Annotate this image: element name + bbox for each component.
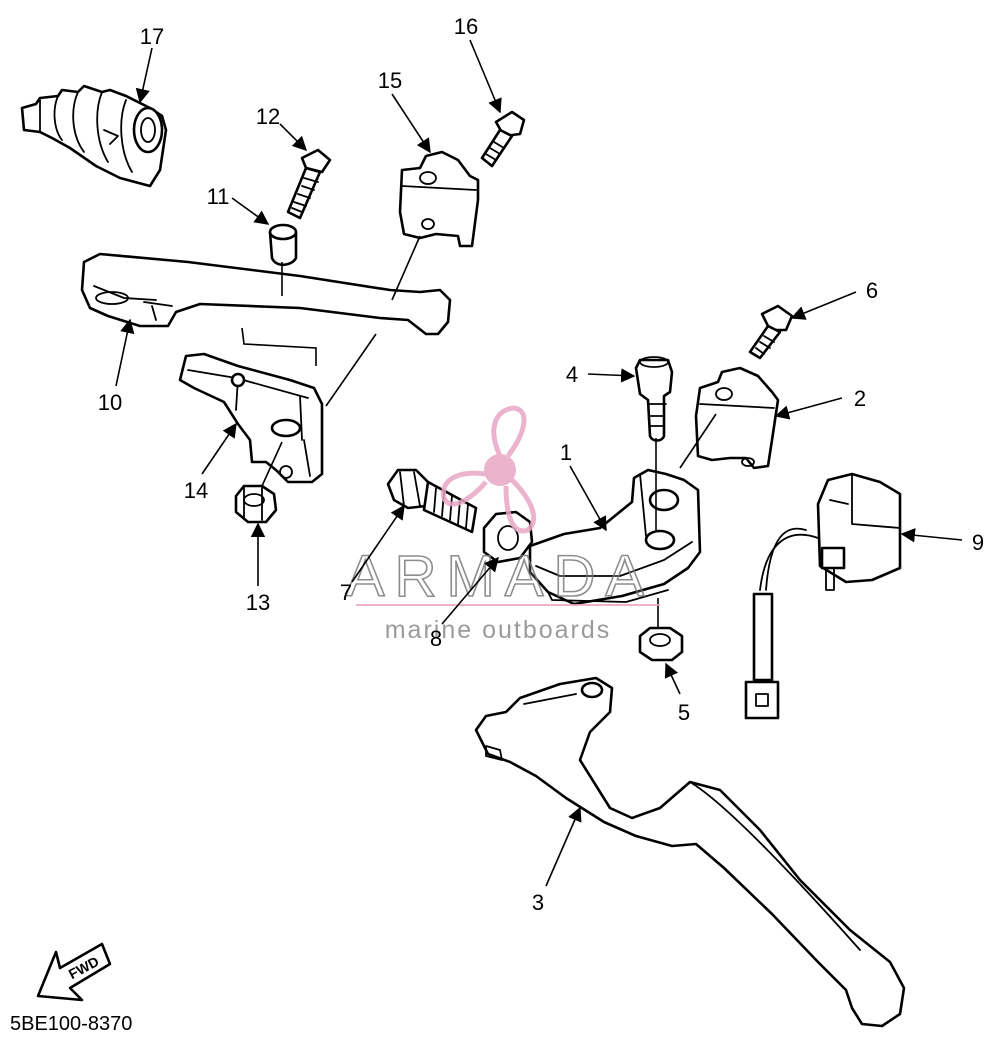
watermark-tagline: marine outboards	[385, 616, 612, 644]
part-1-perch	[528, 468, 702, 606]
part-11-bushing	[268, 223, 298, 267]
callout-5: 5	[678, 700, 690, 725]
part-12-screw	[286, 148, 332, 220]
callout-9: 9	[972, 530, 984, 555]
callout-10: 10	[98, 390, 122, 415]
part-4-bolt	[634, 356, 674, 442]
callouts: 17 16 15 12 11 10 14 13 7 8 4 1	[98, 14, 984, 915]
assembly-lines	[241, 235, 717, 628]
callout-8: 8	[430, 626, 442, 651]
fwd-arrow-icon: FWD	[36, 942, 112, 1002]
part-8-knob	[482, 510, 534, 564]
callout-1: 1	[560, 440, 572, 465]
drawing-code: 5BE100-8370	[10, 1013, 132, 1035]
watermark-underline	[356, 604, 660, 606]
part-13-nut	[234, 484, 278, 524]
part-16-screw	[480, 110, 526, 168]
part-14-bracket	[178, 352, 324, 484]
part-2-holder	[694, 366, 780, 470]
callout-4: 4	[566, 362, 578, 387]
callout-16: 16	[454, 14, 478, 39]
callout-14: 14	[184, 478, 208, 503]
callout-2: 2	[854, 386, 866, 411]
part-17-boot	[20, 84, 168, 188]
callout-13: 13	[246, 590, 270, 615]
callout-7: 7	[340, 580, 352, 605]
callout-15: 15	[378, 68, 402, 93]
callout-11: 11	[207, 184, 230, 209]
part-5-nut	[638, 626, 684, 662]
part-7-adjuster-bolt	[386, 468, 478, 534]
watermark-propeller-icon	[440, 405, 537, 534]
callout-3: 3	[532, 890, 544, 915]
watermark-brand: ARMADA	[346, 544, 654, 609]
watermark: ARMADA marine outboards	[345, 405, 660, 644]
part-3-lever	[474, 676, 906, 1028]
callout-17: 17	[140, 24, 164, 49]
callout-12: 12	[256, 104, 280, 129]
part-9-switch	[744, 472, 902, 720]
callout-6: 6	[866, 278, 878, 303]
part-6-screw	[748, 304, 794, 360]
part-15-holder	[398, 150, 480, 248]
